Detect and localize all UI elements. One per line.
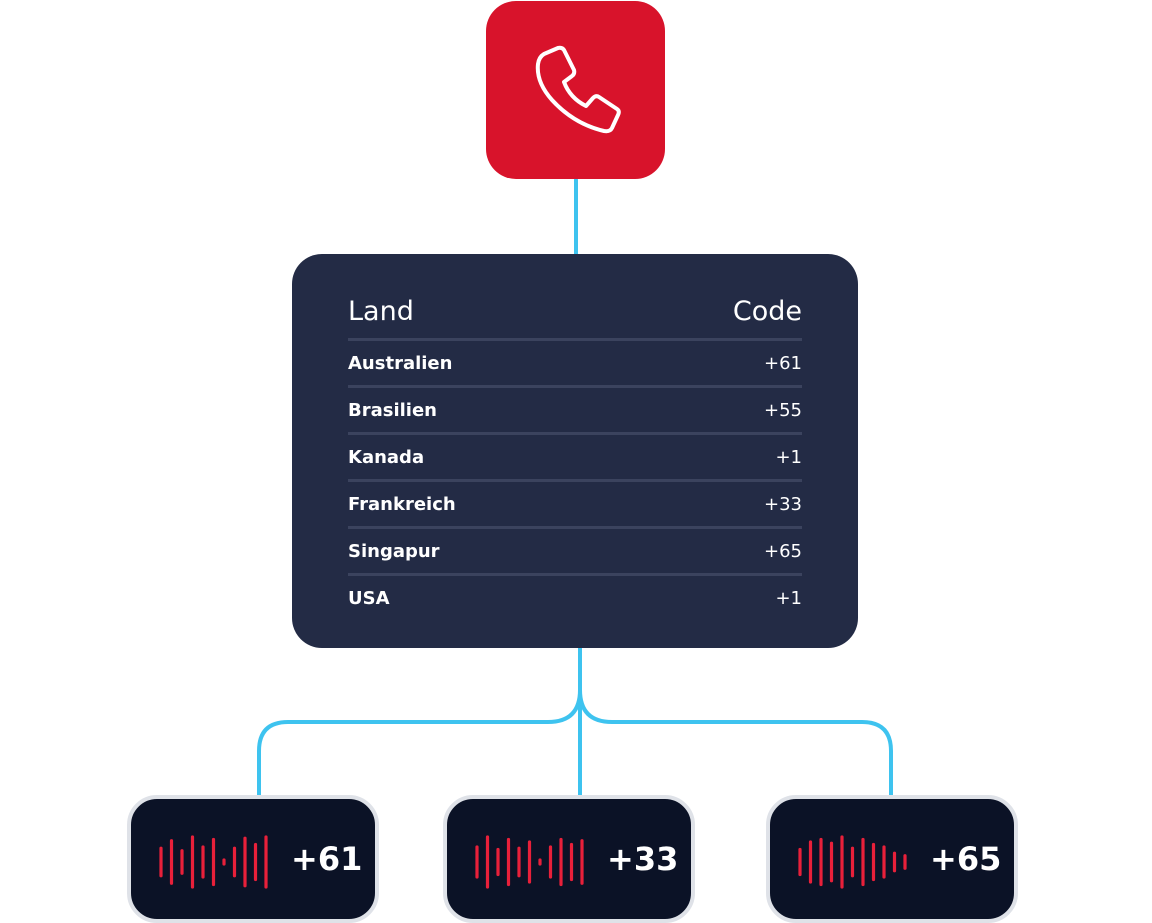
call-card-1[interactable]: +61 [127,795,379,923]
connector-table-call-1 [257,688,582,797]
phone-tile[interactable] [486,1,665,179]
table-row: Frankreich +33 [348,482,802,529]
row-country: Brasilien [348,399,437,421]
waveform-icon [159,835,268,889]
table-row: Singapur +65 [348,529,802,576]
table-row: USA +1 [348,576,802,620]
table-row: Australien +61 [348,341,802,388]
row-code: +33 [764,493,802,515]
row-country: Singapur [348,540,440,562]
row-country: Australien [348,352,453,374]
country-code-table: Land Code Australien +61 Brasilien +55 K… [292,254,858,648]
row-country: Kanada [348,446,425,468]
waveform-icon [475,835,584,889]
table-header: Land Code [348,292,802,341]
row-country: USA [348,587,390,609]
call-code: +33 [607,840,679,878]
table-row: Brasilien +55 [348,388,802,435]
call-card-2[interactable]: +33 [443,795,695,923]
row-code: +65 [764,540,802,562]
phone-icon [535,45,621,134]
header-country: Land [348,295,414,327]
call-code: +61 [291,840,363,878]
row-code: +1 [775,587,802,609]
row-code: +55 [764,399,802,421]
waveform-icon [798,835,907,889]
table-row: Kanada +1 [348,435,802,482]
row-code: +1 [775,446,802,468]
row-country: Frankreich [348,493,456,515]
header-code: Code [732,295,802,327]
call-card-3[interactable]: +65 [766,795,1018,923]
connector-table-call-3 [578,688,893,797]
row-code: +61 [764,352,802,374]
call-code: +65 [930,840,1002,878]
